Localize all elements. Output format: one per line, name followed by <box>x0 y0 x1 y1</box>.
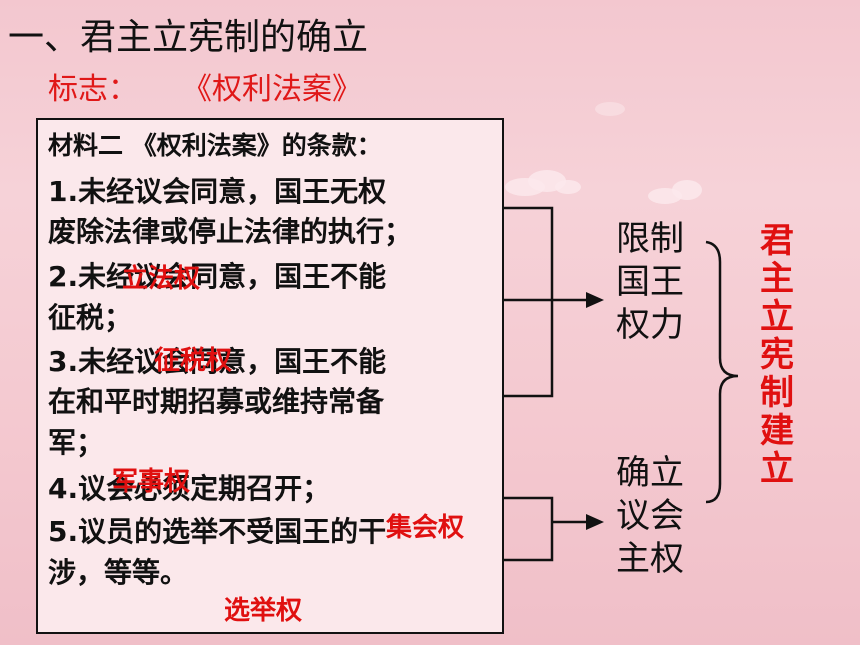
material-box <box>36 118 504 634</box>
parliament-sovereignty-text: 确立 议会 主权 <box>616 452 696 581</box>
clause-line: 4.议会必须定期召开； <box>48 472 331 505</box>
conclusion-constitutional-monarchy: 君 主 立 宪 制 建 立 <box>760 222 800 488</box>
text-line: 国王 <box>616 262 684 302</box>
clause-line: 2.未经议会同意，国王不能 <box>48 260 387 293</box>
arrow-parliament-head <box>586 514 604 530</box>
char: 君 <box>760 221 794 261</box>
cloud-decoration <box>672 180 702 200</box>
text-line: 议会 <box>616 496 684 536</box>
text-line: 权力 <box>616 305 684 345</box>
overlay-military-power: 军事权 <box>112 467 191 497</box>
char: 宪 <box>760 335 794 375</box>
char: 主 <box>760 259 794 299</box>
cloud-decoration <box>555 180 581 194</box>
text-line: 确立 <box>616 453 684 493</box>
subtitle-label: 标志： <box>48 72 138 107</box>
text-line: 限制 <box>616 219 684 259</box>
subtitle: 标志： 《权利法案》 <box>48 64 362 108</box>
clause-line: 3.未经议会同意，国王不能 <box>48 345 387 378</box>
char: 立 <box>760 297 794 337</box>
overlay-assembly-power: 集会权 <box>386 513 465 543</box>
text-line: 主权 <box>616 539 684 579</box>
char: 建 <box>760 411 794 451</box>
curly-brace <box>705 240 739 504</box>
material-heading: 材料二 《权利法案》的条款： <box>48 131 382 160</box>
clause-line: 1.未经议会同意，国王无权 <box>48 175 387 208</box>
subtitle-value: 《权利法案》 <box>182 72 362 107</box>
char: 制 <box>760 373 794 413</box>
limit-royal-power-text: 限制 国王 权力 <box>616 218 696 347</box>
clause-line: 军； <box>48 426 105 459</box>
clause-line: 5.议员的选举不受国王的干 <box>48 515 387 548</box>
overlay-taxation-power: 征税权 <box>154 346 233 376</box>
cloud-decoration <box>595 102 625 116</box>
bracket-clauses-4-5 <box>504 496 554 562</box>
arrow-limit-power-head <box>586 292 604 308</box>
slide-title: 一、君主立宪制的确立 <box>8 17 369 58</box>
clause-line: 征税； <box>48 301 133 334</box>
clause-line: 废除法律或停止法律的执行； <box>48 215 413 248</box>
clause-line: 在和平时期招募或维持常备 <box>48 385 385 418</box>
overlay-legislative-power: 立法权 <box>122 264 201 294</box>
char: 立 <box>760 449 794 489</box>
overlay-election-power: 选举权 <box>224 596 303 626</box>
bracket-clauses-1-3 <box>504 206 554 398</box>
clause-line: 涉，等等。 <box>48 556 189 589</box>
